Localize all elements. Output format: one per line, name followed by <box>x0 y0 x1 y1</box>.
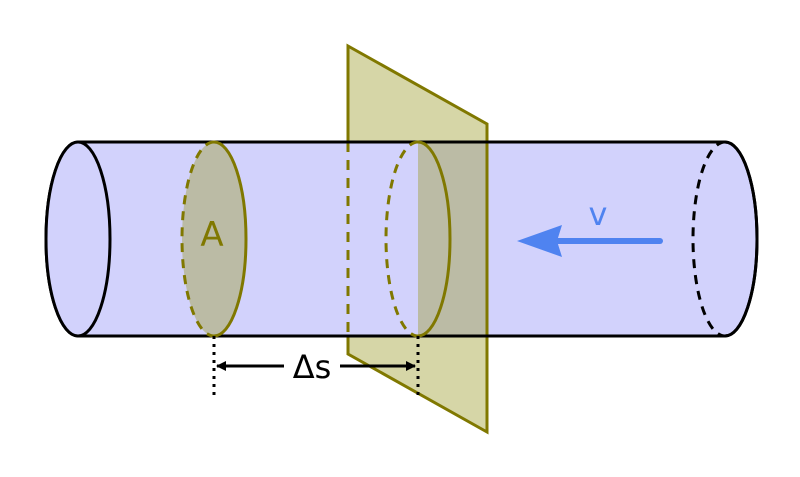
velocity-label: v <box>589 195 608 233</box>
area-label: A <box>200 215 223 255</box>
cross-section-a-hidden-edge <box>180 140 215 338</box>
cross-section-a-edge <box>213 140 248 338</box>
tube-left-end <box>44 140 112 338</box>
cross-section-a-front <box>182 142 246 336</box>
cross-section-b-hidden-edge <box>384 140 419 338</box>
velocity-arrow-head <box>517 225 562 257</box>
tube-right-end-hidden-edge <box>691 140 726 338</box>
displacement-label: Δs <box>293 348 332 386</box>
plane-inside-tube <box>418 142 487 336</box>
plane-outline <box>346 43 489 435</box>
plane-upper <box>348 46 487 142</box>
tube-right-end <box>724 140 759 338</box>
cross-section-b-edge <box>417 140 452 338</box>
